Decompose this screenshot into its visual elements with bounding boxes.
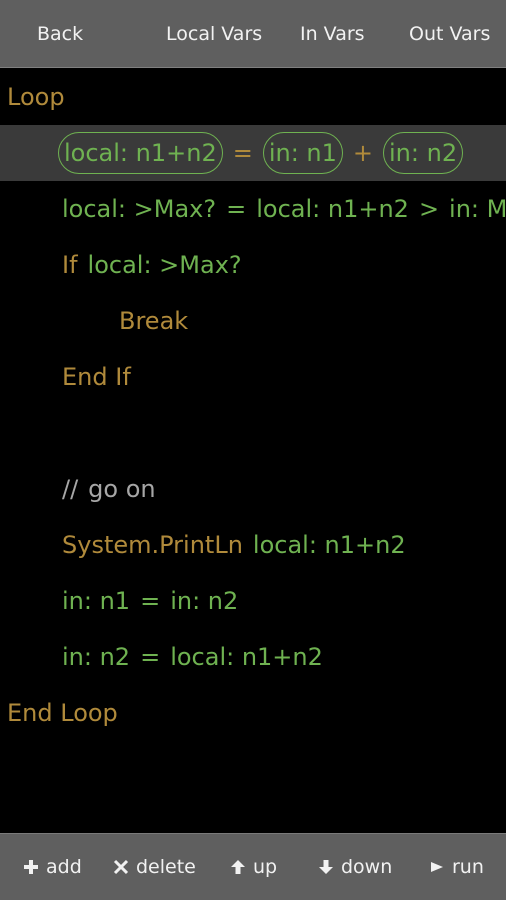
plus-operator[interactable]: + (352, 139, 374, 167)
end-loop-keyword: End Loop (7, 699, 118, 727)
code-line-compare[interactable]: local: >Max? = local: n1+n2 > in: M (0, 181, 506, 237)
delete-label: delete (136, 856, 196, 878)
delete-button[interactable]: delete (113, 834, 196, 900)
up-label: up (253, 856, 278, 878)
x-icon (113, 859, 129, 875)
code-editor: Loop local: n1+n2 = in: n1 + in: n2 loca… (0, 69, 506, 833)
code-line-end-loop[interactable]: End Loop (0, 685, 506, 741)
greater-than-operator: > (418, 195, 440, 223)
var-token[interactable]: in: n1 (262, 132, 343, 174)
plus-icon (24, 860, 38, 874)
top-toolbar: Back Local Vars In Vars Out Vars (0, 0, 506, 68)
comment-slashes: // (62, 475, 79, 503)
code-line-assign-n2[interactable]: in: n2 = local: n1+n2 (0, 629, 506, 685)
bottom-toolbar: add delete up down run (0, 833, 506, 900)
equals-operator: = (140, 587, 161, 615)
back-button[interactable]: Back (37, 23, 84, 45)
out-vars-button[interactable]: Out Vars (409, 23, 491, 45)
arrow-up-icon (231, 860, 245, 874)
code-line-end-if[interactable]: End If (0, 349, 506, 405)
code-line-empty[interactable] (0, 405, 506, 461)
local-vars-button[interactable]: Local Vars (166, 23, 263, 45)
add-button[interactable]: add (23, 834, 82, 900)
end-if-keyword: End If (62, 363, 131, 391)
var-token[interactable]: local: n1+n2 (58, 132, 223, 174)
print-keyword: System.PrintLn (62, 531, 243, 559)
code-line-comment[interactable]: // go on (0, 461, 506, 517)
var-token: in: n1 (62, 587, 131, 615)
code-line-print[interactable]: System.PrintLn local: n1+n2 (0, 517, 506, 573)
equals-operator[interactable]: = (232, 139, 253, 167)
run-button[interactable]: run (429, 834, 484, 900)
loop-keyword: Loop (7, 83, 65, 111)
comment-text: go on (88, 475, 156, 503)
var-token: in: n2 (170, 587, 239, 615)
code-line-if[interactable]: If local: >Max? (0, 237, 506, 293)
up-button[interactable]: up (230, 834, 277, 900)
var-token: local: >Max? (87, 251, 242, 279)
equals-operator: = (140, 643, 161, 671)
if-keyword: If (62, 251, 78, 279)
arrow-down-icon (319, 860, 333, 874)
run-label: run (452, 856, 484, 878)
var-token: in: n2 (62, 643, 131, 671)
var-token: local: n1+n2 (252, 531, 406, 559)
break-keyword: Break (119, 307, 189, 335)
var-token: local: >Max? (62, 195, 217, 223)
var-token: local: n1+n2 (256, 195, 409, 223)
code-line-assign-n1[interactable]: in: n1 = in: n2 (0, 573, 506, 629)
down-label: down (341, 856, 393, 878)
code-line-assign-sum[interactable]: local: n1+n2 = in: n1 + in: n2 (0, 125, 506, 181)
add-label: add (46, 856, 82, 878)
equals-operator: = (226, 195, 247, 223)
code-line-loop[interactable]: Loop (0, 69, 506, 125)
var-token[interactable]: in: n2 (383, 132, 464, 174)
down-button[interactable]: down (318, 834, 392, 900)
code-line-break[interactable]: Break (0, 293, 506, 349)
play-icon (431, 862, 443, 872)
in-vars-button[interactable]: In Vars (300, 23, 365, 45)
var-token: in: M (449, 195, 506, 223)
var-token: local: n1+n2 (170, 643, 323, 671)
